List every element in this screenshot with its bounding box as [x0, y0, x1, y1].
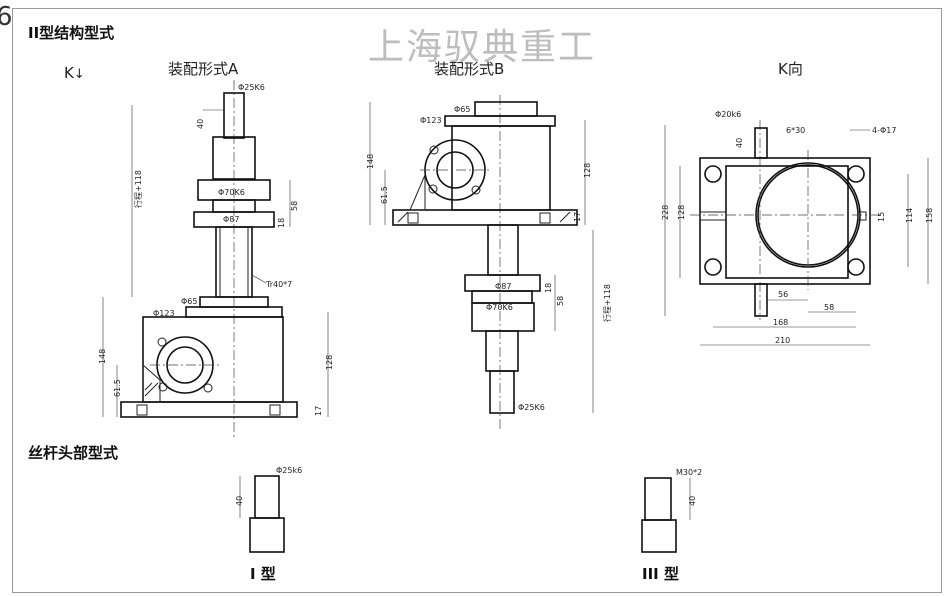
dim-a-phi65: Φ65 [181, 297, 197, 306]
dim-b-d18: 18 [544, 283, 553, 293]
dim-b-h148: 148 [366, 154, 375, 169]
type3-dim-len: 40 [688, 496, 697, 506]
dim-a-phi87: Φ87 [223, 215, 239, 224]
type3-label: III 型 [642, 565, 679, 583]
type1-dim-phi: Φ25k6 [276, 466, 302, 475]
dim-b-phi87: Φ87 [495, 282, 511, 291]
dim-a-d58: 58 [290, 201, 299, 211]
type2-structure-title: II型结构型式 [28, 24, 115, 42]
dim-a-len40: 40 [196, 119, 205, 129]
dim-k-d6: 6*30 [786, 126, 805, 135]
dim-b-stroke: 行程+118 [602, 284, 612, 322]
dim-a-tr: Tr40*7 [265, 280, 292, 289]
dim-b-phi70: Φ70K6 [486, 303, 513, 312]
dim-b-h128: 128 [583, 163, 592, 178]
dim-k-holes: 4-Φ17 [872, 126, 896, 135]
dim-k-d40: 40 [735, 138, 744, 148]
assembly-b-label: 装配形式B [434, 60, 505, 78]
dim-k-d56: 56 [778, 290, 788, 299]
assembly-a-label: 装配形式A [168, 60, 239, 78]
dim-a-stroke: 行程+118 [133, 170, 143, 208]
dim-a-phi123: Φ123 [153, 309, 175, 318]
dim-k-h158: 158 [925, 208, 934, 223]
dim-b-phi123: Φ123 [420, 116, 442, 125]
drawing-frame [12, 8, 942, 593]
watermark-text: 上海驭典重工 [368, 27, 597, 68]
dim-k-d58: 58 [824, 303, 834, 312]
dim-b-h17: 17 [573, 212, 582, 222]
dim-b-phi25: Φ25K6 [518, 403, 545, 412]
dim-b-phi65: Φ65 [454, 105, 470, 114]
dim-k-d210: 210 [775, 336, 790, 345]
dim-a-h128: 128 [325, 355, 334, 370]
type1-label: I 型 [250, 565, 276, 583]
dim-k-phi20: Φ20k6 [715, 110, 741, 119]
dim-a-phi25: Φ25K6 [238, 83, 265, 92]
dim-k-h114: 114 [905, 208, 914, 223]
page-number: 6 [0, 2, 13, 32]
dim-k-h128: 128 [677, 205, 686, 220]
dim-a-h61: 61.5 [113, 379, 122, 397]
dim-b-h61: 61.5 [380, 186, 389, 204]
dim-k-d168: 168 [773, 318, 788, 327]
dim-a-h17: 17 [314, 406, 323, 416]
dim-b-d58: 58 [556, 296, 565, 306]
dim-a-d18: 18 [277, 218, 286, 228]
k-arrow-label: K↓ [64, 64, 85, 82]
dim-a-phi70: Φ70K6 [218, 188, 245, 197]
type3-dim-thread: M30*2 [676, 468, 702, 477]
dim-k-d15: 15 [877, 212, 886, 222]
k-view-label: K向 [778, 60, 803, 78]
dim-k-h228: 228 [661, 205, 670, 220]
dim-a-h148: 148 [98, 349, 107, 364]
screw-head-title: 丝杆头部型式 [28, 444, 119, 462]
type1-dim-len: 40 [235, 496, 244, 506]
